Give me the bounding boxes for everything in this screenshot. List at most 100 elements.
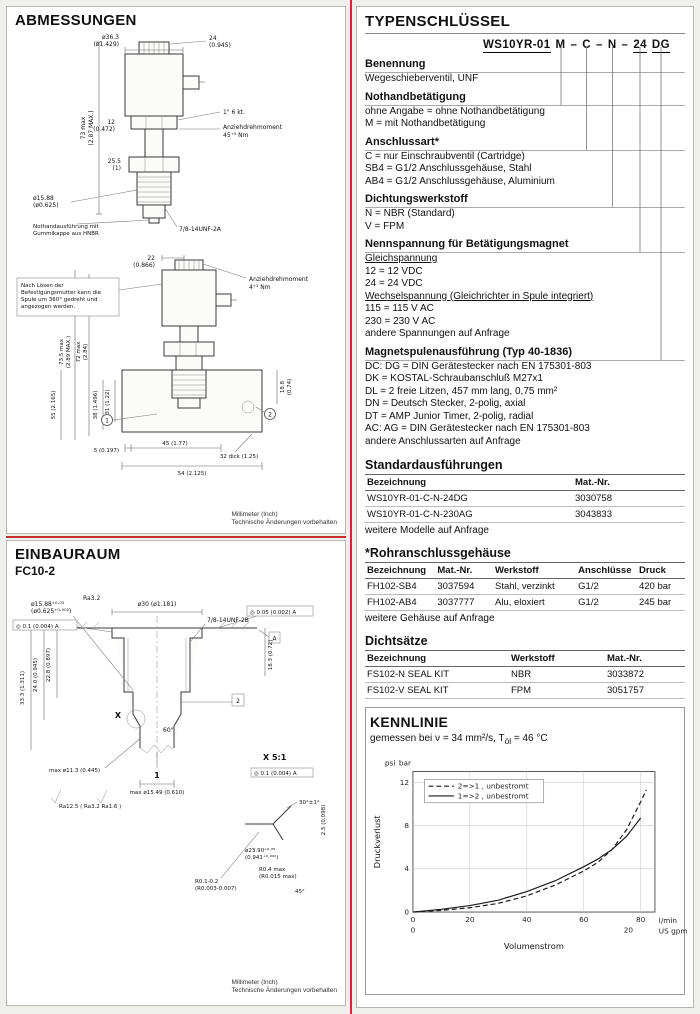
field-heading: Nothandbetätigung	[365, 90, 685, 106]
seal-kit-code: FS102-V SEAL KIT	[365, 682, 509, 699]
dim-label: 2.5 (0.098)	[321, 805, 327, 836]
note-line: angezogen werden.	[21, 304, 75, 310]
radius-label: (R0.015 max)	[259, 874, 297, 880]
dim-label: 24.0 (0.945)	[33, 658, 39, 692]
port-markers: 1 2	[101, 408, 276, 426]
model-code: WS10YR-01-C-N-24DG	[365, 490, 573, 507]
y-unit-psi: psi	[385, 759, 395, 768]
table-row: FH102-SB4 3037594 Stahl, verzinkt G1/2 4…	[365, 578, 685, 595]
x-tick-label: 20	[465, 915, 475, 924]
dim-label: ø36.3	[102, 34, 119, 41]
ports: G1/2	[576, 594, 637, 611]
dim-label: (2.87 MAX.)	[88, 110, 95, 145]
note-line: Nach Lösen der	[21, 283, 64, 289]
dim-label: (ø1.429)	[93, 41, 119, 48]
pressure: 420 bar	[636, 578, 685, 595]
dim-label: (0.74)	[287, 379, 293, 396]
thread-label: 7/8-14UNF-2B	[207, 617, 249, 624]
dim-label: max ø15.49 (0.610)	[130, 790, 185, 796]
dim-label: 5 (0.197)	[94, 448, 119, 454]
material-number: 3030758	[573, 490, 685, 507]
dimension-labels: ø30 (ø1.181) 7/8-14UNF-2B ø15.88⁺⁰·⁰⁵ (ø…	[12, 595, 314, 810]
x-axis-label: Volumenstrom	[504, 941, 564, 951]
footer-note: Millimeter (Inch) Technische Änderungen …	[231, 979, 337, 995]
material-number: 3037777	[435, 594, 493, 611]
material: Stahl, verzinkt	[492, 578, 577, 595]
field-line: Wegeschieberventil, UNF	[365, 73, 479, 84]
radius-label: R0.4 max	[259, 867, 286, 873]
dim-label: ø15.88⁺⁰·⁰⁵	[31, 601, 65, 608]
y-tick-label: 12	[400, 778, 409, 787]
seal-kits-table: Bezeichnung Werkstoff Mat.-Nr. FS102-N S…	[365, 650, 685, 699]
dim-label: 54 (2.125)	[178, 471, 207, 477]
code-seg-dichtung: N	[607, 39, 617, 51]
einbauraum-title: EINBAURAUM	[15, 546, 121, 563]
column-header: Werkstoff	[509, 650, 605, 667]
note-line: Befestigungsmutter kann die	[21, 290, 102, 296]
note-line: Spule um 360° gedreht und	[21, 297, 97, 303]
x2-unit: US gpm	[659, 927, 688, 936]
field-line: Wechselspannung (Gleichrichter in Spule …	[365, 290, 594, 302]
surface-finish-label: Ra3.2	[83, 595, 100, 602]
model-code: WS10YR-01-C-N-230AG	[365, 506, 573, 523]
dim-label: 22.8 (0.897)	[46, 648, 52, 682]
ports: G1/2	[576, 578, 637, 595]
field-line: 12 = 12 VDC	[365, 265, 423, 277]
table-row: FH102-AB4 3037777 Alu, eloxiert G1/2 245…	[365, 594, 685, 611]
line-bodies-title: *Rohranschlussgehäuse	[365, 546, 511, 560]
port-1-label: 1	[105, 418, 109, 425]
radius-label: R0.1-0.2	[195, 879, 218, 885]
angle-label: 45°	[295, 889, 305, 895]
dim-label: (2.84)	[83, 344, 89, 361]
material-number: 3033872	[605, 666, 685, 683]
manual-override-note: Nothandausführung mit	[33, 224, 99, 230]
field-line: Gleichspannung	[365, 253, 438, 264]
field-line: AB4 = G1/2 Anschlussgehäuse, Aluminium	[365, 175, 555, 187]
dim-label: (ø0.625⁺⁰·⁰⁰²)	[31, 608, 71, 615]
field-line: AC: AG = DIN Gerätestecker nach EN 17530…	[365, 423, 590, 434]
valve-outline	[124, 41, 205, 224]
table-row: WS10YR-01-C-N-24DG 3030758	[365, 490, 685, 507]
more-bodies-note: weitere Gehäuse auf Anfrage	[365, 613, 495, 624]
legend-entry: 1=>2 , unbestromt	[458, 791, 529, 800]
section-einbauraum: EINBAURAUM FC10-2	[6, 540, 346, 1006]
units-note: Millimeter (Inch)	[231, 511, 278, 518]
dim-label: ø23.90⁺⁰·⁰⁵	[245, 847, 275, 854]
port-1-label: 1	[154, 771, 160, 780]
x-tick-label: 40	[522, 915, 532, 924]
dim-label: 32 dick (1.25)	[220, 454, 258, 460]
cavity-drawing-fc10-2: ø30 (ø1.181) 7/8-14UNF-2B ø15.88⁺⁰·⁰⁵ (ø…	[12, 595, 327, 895]
changes-note: Technische Änderungen vorbehalten	[231, 519, 337, 526]
angle-label: 30°±1°	[299, 800, 320, 806]
torque-note: Anziehdrehmoment	[223, 124, 283, 131]
column-header: Druck	[636, 562, 685, 579]
code-dash: –	[596, 39, 603, 51]
field-heading: Nennspannung für Betätigungsmagnet	[365, 237, 685, 253]
column-header: Werkstoff	[492, 562, 577, 579]
legend-entry: 2=>1 , unbestromt	[458, 782, 529, 791]
dim-label: 12	[107, 119, 115, 126]
dimension-labels: ø36.3 (ø1.429) 24 (0.945) 73 max (2.87 M…	[33, 34, 283, 237]
dim-label: (0.941⁺⁰·⁰⁰²)	[245, 854, 279, 861]
dim-label: max ø11.3 (0.445)	[49, 768, 100, 774]
x-tick-label: 60	[579, 915, 589, 924]
field-line: andere Spannungen auf Anfrage	[365, 328, 510, 339]
y-axis-label: Druckverlust	[372, 815, 382, 869]
field-heading: Magnetspulenausführung (Typ 40-1836)	[365, 345, 685, 361]
section-abmessungen: ABMESSUNGEN	[6, 6, 346, 534]
x-tick-label: 80	[636, 915, 646, 924]
column-header: Mat.-Nr.	[573, 474, 685, 491]
field-line: ohne Angabe = ohne Nothandbetätigung	[365, 105, 545, 117]
kennlinie-title: KENNLINIE	[370, 714, 449, 730]
body-code: FH102-AB4	[365, 594, 436, 611]
typenschluessel-title: TYPENSCHLÜSSEL	[365, 13, 685, 34]
dim-label: 33.3 (1.311)	[20, 671, 26, 705]
section-kennlinie: KENNLINIE gemessen bei ν = 34 mm²/s, Töl…	[365, 707, 688, 995]
typ-section-anschlussart: Anschlussart* C = nur Einschraubventil (…	[365, 135, 685, 189]
x-unit: l/min	[659, 916, 677, 925]
material: NBR	[509, 666, 605, 683]
